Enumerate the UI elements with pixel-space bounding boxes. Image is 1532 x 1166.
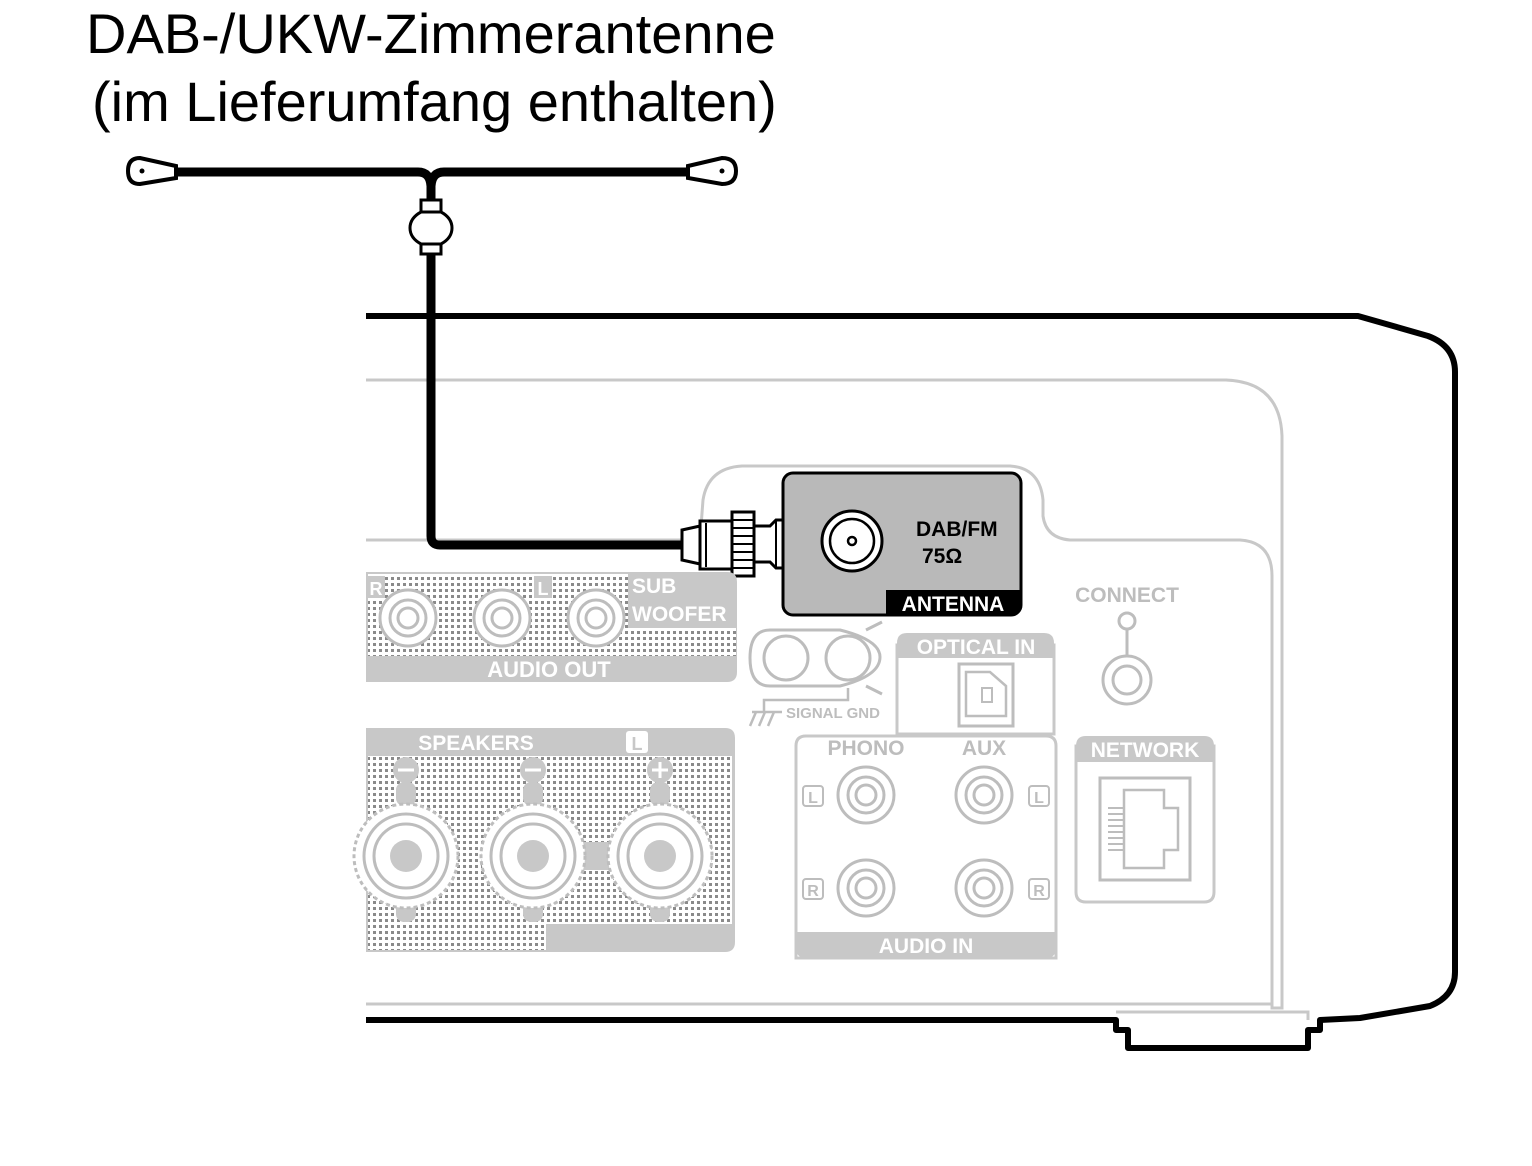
- receiver-chassis: [366, 313, 1458, 1051]
- aux-l-tag: L: [1034, 790, 1044, 807]
- phono-r-tag: R: [807, 883, 819, 900]
- audio-out-label: AUDIO OUT: [487, 657, 611, 682]
- phono-l-tag: L: [808, 790, 818, 807]
- speakers-panel: SPEAKERS L: [352, 728, 735, 952]
- rca-phono-right-icon: [836, 858, 896, 918]
- network-label: NETWORK: [1091, 739, 1200, 762]
- signal-gnd-label: SIGNAL GND: [786, 705, 880, 722]
- aux-r-tag: R: [1033, 883, 1045, 900]
- antenna-terminal: DAB/FM 75Ω ANTENNA: [781, 471, 1023, 617]
- rca-out-right-icon: [378, 588, 438, 648]
- coax-plug-icon: [680, 510, 793, 578]
- dab-fm-label: DAB/FM: [916, 518, 998, 541]
- caption-line-1: DAB-/UKW-Zimmerantenne: [86, 2, 776, 65]
- connect-label: CONNECT: [1075, 584, 1179, 607]
- aux-label: AUX: [962, 737, 1006, 760]
- speakers-label: SPEAKERS: [418, 732, 534, 755]
- rca-phono-left-icon: [836, 765, 896, 825]
- subwoofer-label-line-2: WOOFER: [632, 603, 727, 626]
- cable-junction-icon: [408, 198, 454, 256]
- antenna-cable: [171, 167, 693, 550]
- audio-in-label: AUDIO IN: [879, 935, 974, 958]
- impedance-label: 75Ω: [922, 545, 962, 568]
- audio-out-r-tag: R: [370, 579, 383, 599]
- connect-led-icon: [1117, 611, 1137, 631]
- network-port: NETWORK: [1074, 736, 1216, 904]
- phono-label: PHONO: [827, 737, 904, 760]
- subwoofer-label-line-1: SUB: [632, 575, 676, 598]
- audio-in-panel: AUDIO IN PHONO AUX L L R R: [794, 734, 1058, 960]
- optical-in-port: OPTICAL IN: [895, 633, 1056, 736]
- ground-icon: [748, 710, 782, 727]
- rca-aux-left-icon: [954, 765, 1014, 825]
- connect-button-area: CONNECT: [1075, 584, 1179, 706]
- right-dipole-lug-icon: [686, 155, 739, 187]
- rca-aux-right-icon: [954, 858, 1014, 918]
- caption-line-2: (im Lieferumfang enthalten): [92, 70, 777, 133]
- antenna-badge: ANTENNA: [902, 593, 1005, 616]
- signal-gnd-terminal: SIGNAL GND: [748, 620, 883, 727]
- rca-subwoofer-icon: [566, 588, 626, 648]
- speakers-l-tag: L: [632, 734, 643, 754]
- optical-in-label: OPTICAL IN: [917, 636, 1036, 659]
- audio-out-panel: AUDIO OUT R L SUB WOOFER: [366, 572, 737, 682]
- audio-out-l-tag: L: [538, 579, 549, 599]
- left-dipole-lug-icon: [125, 155, 178, 187]
- antenna-caption: DAB-/UKW-Zimmerantenne (im Lieferumfang …: [86, 0, 777, 136]
- rca-out-left-icon: [472, 588, 532, 648]
- ethernet-jack-icon: [1098, 776, 1192, 882]
